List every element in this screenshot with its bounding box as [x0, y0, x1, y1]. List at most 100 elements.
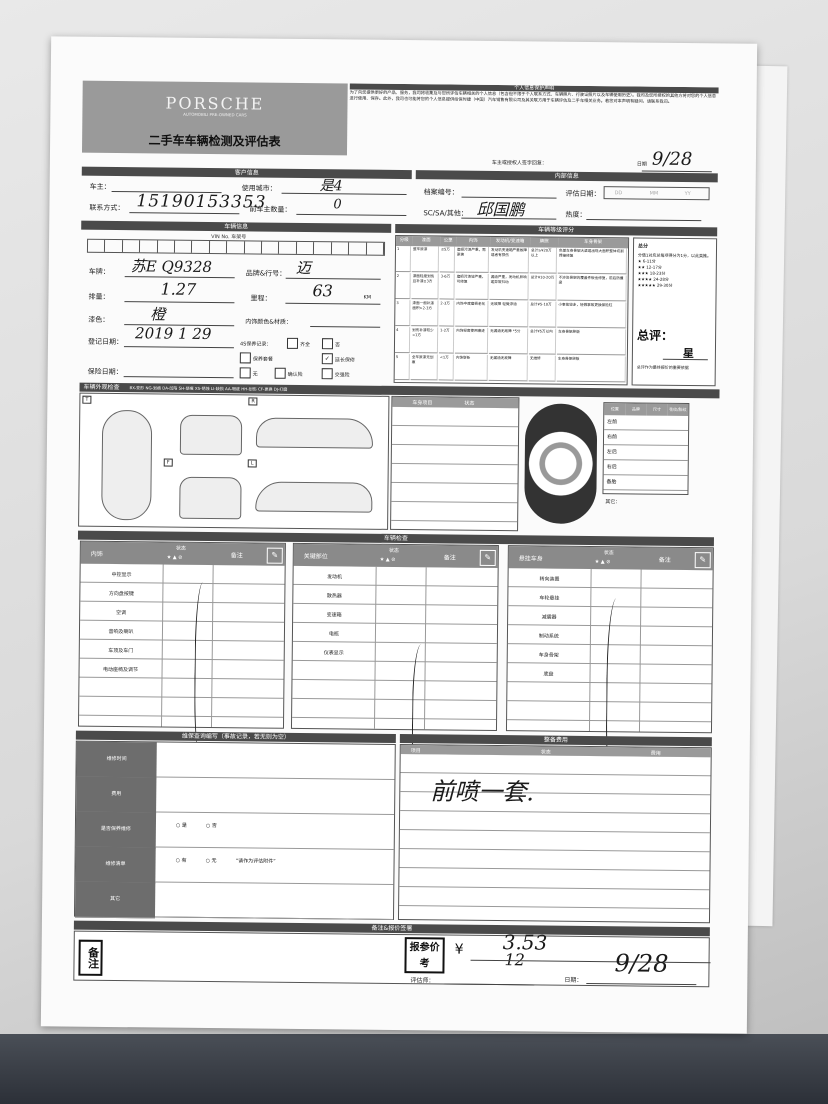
maintenance-row-field[interactable]	[156, 742, 395, 780]
tire-col-header: 位置	[604, 403, 626, 416]
vin-char-box[interactable]	[227, 241, 245, 254]
reg-line[interactable]	[123, 346, 234, 349]
checkbox-full[interactable]	[286, 337, 299, 349]
appraiser-line[interactable]	[444, 983, 535, 986]
vin-char-box[interactable]	[244, 241, 263, 254]
footer-date-line[interactable]	[586, 982, 697, 986]
vin-boxes[interactable]	[86, 238, 386, 256]
grade-cell: ≤5万	[439, 246, 456, 273]
grade-cell: 车身骨架原版	[556, 355, 626, 383]
maintenance-row-field[interactable]	[155, 847, 394, 885]
displacement-line[interactable]	[124, 301, 235, 304]
vin-char-box[interactable]	[349, 242, 367, 255]
check-item-label: 散热器	[326, 593, 342, 600]
car-rear-view[interactable]	[179, 414, 243, 456]
maintenance-row-field[interactable]	[154, 882, 394, 920]
check-item-label: 底盘	[543, 671, 554, 678]
star-note: 总评作为最终报价的重要依据	[636, 364, 689, 371]
sc-value: 邱国鹏	[476, 199, 525, 220]
vin-char-box[interactable]	[279, 241, 297, 254]
check-item-label: 仪表显示	[323, 650, 344, 657]
vin-char-box[interactable]	[140, 240, 158, 253]
vin-char-box[interactable]	[157, 240, 176, 253]
prev-owners-label: 前车主数量：	[249, 205, 292, 214]
brand-line[interactable]	[285, 277, 381, 280]
grade-cell: 发动机变速箱严重故障或者有损伤	[489, 246, 530, 274]
plate-label: 车牌：	[88, 267, 110, 276]
check-panel-2: 关键部位状态★ ▲ ⊘备注✎发动机散热器变速箱电瓶仪表显示	[290, 542, 499, 732]
vin-char-box[interactable]	[209, 241, 228, 254]
eval-date-box[interactable]: DD MM YY	[603, 186, 710, 201]
body-items-table: 车身项目 状态	[390, 395, 520, 532]
warranty-line[interactable]	[123, 376, 234, 379]
check-panel-head: 关键部位状态★ ▲ ⊘备注✎	[293, 543, 498, 569]
checkbox-commercial[interactable]	[321, 368, 333, 380]
date-mm: MM	[649, 190, 659, 197]
grade-cell: 总计¥5万以内	[528, 328, 557, 355]
check-grid[interactable]	[291, 565, 498, 731]
city-line[interactable]	[281, 192, 407, 196]
vin-char-box[interactable]	[262, 241, 280, 254]
car-diagram-area: T R F L	[78, 392, 390, 530]
option-radio[interactable]: ○	[205, 857, 210, 865]
car-front-view[interactable]	[179, 476, 242, 520]
plate-line[interactable]	[124, 276, 235, 279]
body-items-grid[interactable]	[391, 406, 519, 531]
contact-label: 联系方式：	[89, 203, 125, 213]
checkbox-no[interactable]	[321, 338, 334, 350]
vin-char-box[interactable]	[87, 239, 106, 252]
mileage-label: 里程：	[250, 294, 272, 303]
grade-cell: <1万	[438, 354, 454, 381]
body-status-header: 状态	[464, 400, 475, 407]
check-grid[interactable]	[78, 563, 285, 728]
checkbox-reg[interactable]	[274, 367, 286, 379]
edit-icon[interactable]: ✎	[479, 549, 496, 567]
tire-position: 备胎	[603, 475, 688, 492]
mileage-unit: KM	[363, 294, 372, 301]
vin-char-box[interactable]	[296, 241, 315, 255]
vin-char-box[interactable]	[314, 242, 332, 255]
opt-reg-label: 确认险	[287, 371, 303, 378]
grade-cell: 不涉及骨架的覆盖件钣金修复，前后防撞梁	[557, 274, 627, 302]
checkbox-none[interactable]	[239, 367, 251, 379]
heat-label: 热度：	[565, 210, 587, 219]
car-right-side-view[interactable]	[255, 417, 374, 449]
quote-label: 报参价考	[404, 937, 445, 974]
grade-cell: 全车原漆无划痕	[410, 354, 438, 381]
maintenance-row-field[interactable]	[156, 777, 395, 815]
check-status-symbols: ★ ▲ ⊘	[594, 559, 611, 566]
checkbox-extended[interactable]: ✓	[321, 353, 333, 365]
vehicle-info-header: 车辆信息	[81, 220, 392, 233]
check-status-label: 状态	[388, 547, 399, 554]
option-radio[interactable]: ○	[175, 822, 181, 829]
car-left-side-view[interactable]	[255, 481, 373, 513]
prev-owners-line[interactable]	[296, 213, 407, 217]
vin-char-box[interactable]	[331, 242, 350, 255]
edit-icon[interactable]: ✎	[266, 547, 283, 564]
warranty-label: 保险日期：	[87, 367, 123, 377]
displacement-label: 排量：	[88, 292, 110, 301]
heat-line[interactable]	[586, 218, 702, 222]
maintenance-row-label: 维修时间	[76, 741, 157, 779]
mileage-line[interactable]	[285, 302, 381, 305]
vin-char-box[interactable]	[192, 240, 210, 254]
maintenance-row-label: 其它	[74, 881, 156, 919]
option-radio[interactable]: ○	[205, 822, 211, 830]
vin-char-box[interactable]	[105, 239, 123, 253]
view-label-l: L	[247, 459, 257, 468]
vin-char-box[interactable]	[174, 240, 193, 253]
vin-char-box[interactable]	[366, 242, 384, 255]
grade-cell: 1-2万	[438, 327, 455, 354]
grade-col-header: 公里	[440, 236, 457, 247]
car-top-view[interactable]	[101, 409, 153, 521]
maintenance-row-field[interactable]	[155, 812, 395, 850]
option-radio[interactable]: ○	[175, 857, 180, 864]
interior-line[interactable]	[310, 326, 381, 328]
check-item-label: 音响及喇叭	[108, 628, 134, 636]
contact-line[interactable]	[129, 212, 240, 215]
grade-cell: 总计¥10-20万	[529, 274, 557, 301]
checkbox-manual[interactable]	[239, 352, 251, 364]
eval-date-label: 评估日期：	[565, 189, 601, 199]
vin-char-box[interactable]	[122, 240, 141, 253]
edit-icon[interactable]: ✎	[694, 552, 711, 569]
